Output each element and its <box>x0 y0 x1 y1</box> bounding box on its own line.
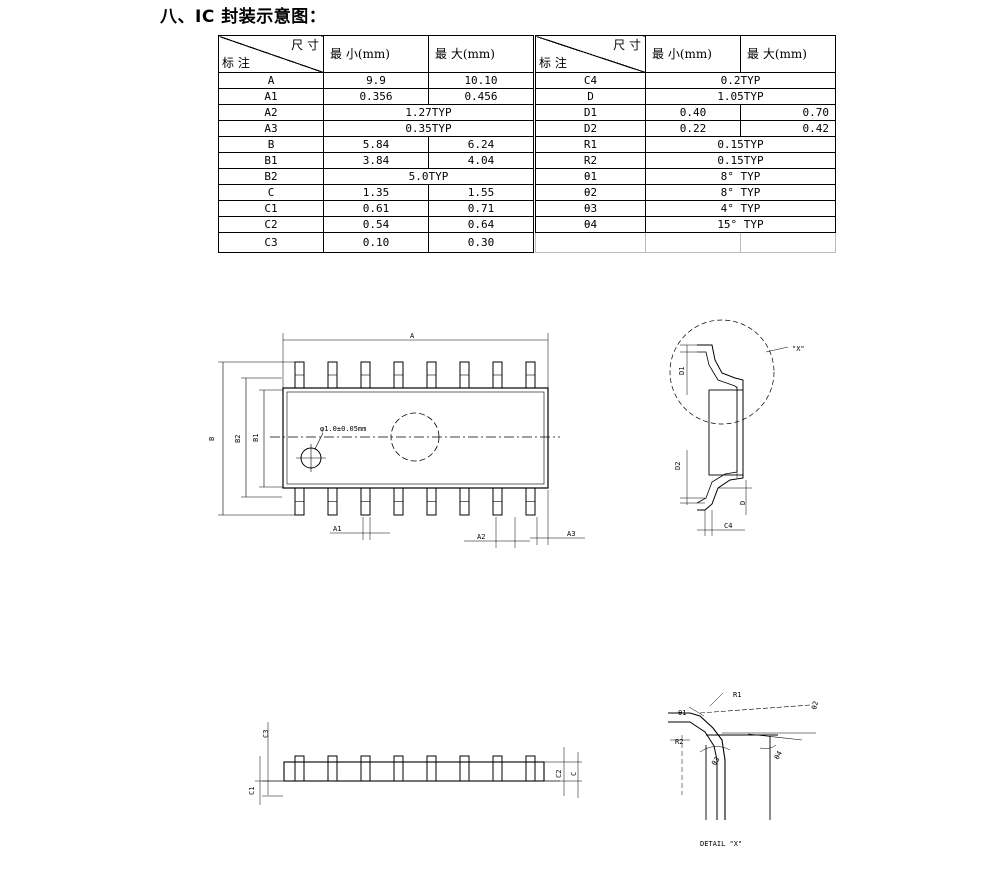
corner-label-mark: 标 注 <box>539 56 567 70</box>
callout-x-label: "X" <box>792 345 805 353</box>
table-corner-cell: 尺 寸 标 注 <box>535 35 646 73</box>
row-label: R2 <box>535 152 646 169</box>
dim-label-a: A <box>410 332 415 340</box>
dim-label-d2: D2 <box>674 462 682 470</box>
dim-label-c4: C4 <box>724 522 732 530</box>
empty-cell <box>740 232 836 253</box>
detail-label-th2: θ2 <box>810 700 820 710</box>
row-label: B2 <box>218 168 324 185</box>
header-min: 最 小(mm) <box>323 35 429 73</box>
lead-front <box>360 755 371 782</box>
table-corner-cell: 尺 寸 标 注 <box>218 35 324 73</box>
dim-label-c2: C2 <box>555 770 563 778</box>
lead-front <box>393 755 404 782</box>
section-title: 八、IC 封装示意图： <box>160 7 327 27</box>
top-view-drawing <box>218 333 585 548</box>
lead-front <box>426 755 437 782</box>
detail-label-r1: R1 <box>733 691 741 699</box>
dim-label-c1: C1 <box>248 787 256 795</box>
lead-front <box>327 755 338 782</box>
lead-front <box>459 755 470 782</box>
value-max: 0.30 <box>428 232 534 253</box>
detail-label-th1: θ1 <box>678 709 686 717</box>
value-min: 0.356 <box>323 88 429 105</box>
dim-label-c3: C3 <box>262 730 270 738</box>
dim-label-c: C <box>570 772 578 776</box>
value-typ: 0.2TYP <box>645 72 836 89</box>
detail-label-th4: θ4 <box>773 750 784 761</box>
dim-label-a1: A1 <box>333 525 341 533</box>
dim-label-d: D <box>739 501 747 505</box>
detail-label-r2: R2 <box>675 738 683 746</box>
value-typ: 0.15TYP <box>645 136 836 153</box>
value-max: 0.70 <box>740 104 836 121</box>
detail-x-drawing <box>668 692 816 820</box>
value-max: 4.04 <box>428 152 534 169</box>
row-label: C3 <box>218 232 324 253</box>
corner-label-mark: 标 注 <box>222 56 250 70</box>
dim-label-b1: B1 <box>252 434 260 442</box>
detail-caption: DETAIL "X" <box>700 840 742 848</box>
hole-label: φ1.0±0.05mm <box>320 425 366 433</box>
front-view-drawing <box>255 722 582 805</box>
corner-label-size: 尺 寸 <box>291 38 319 52</box>
value-typ: 0.35TYP <box>323 120 534 137</box>
dim-label-a2: A2 <box>477 533 485 541</box>
header-min: 最 小(mm) <box>645 35 741 73</box>
lead-front <box>525 755 536 782</box>
header-max: 最 大(mm) <box>428 35 534 73</box>
side-view-drawing <box>669 319 789 536</box>
lead-front <box>294 755 305 782</box>
dim-label-b2: B2 <box>234 435 242 443</box>
detail-label-th3: θ3 <box>710 756 721 768</box>
table-row-empty <box>535 232 836 253</box>
dim-label-d1: D1 <box>678 367 686 375</box>
dim-label-a3: A3 <box>567 530 575 538</box>
value-max: 0.456 <box>428 88 534 105</box>
lead-front <box>492 755 503 782</box>
value-typ: 8° TYP <box>645 168 836 185</box>
corner-label-size: 尺 寸 <box>613 38 641 52</box>
dim-label-b: B <box>208 437 216 441</box>
